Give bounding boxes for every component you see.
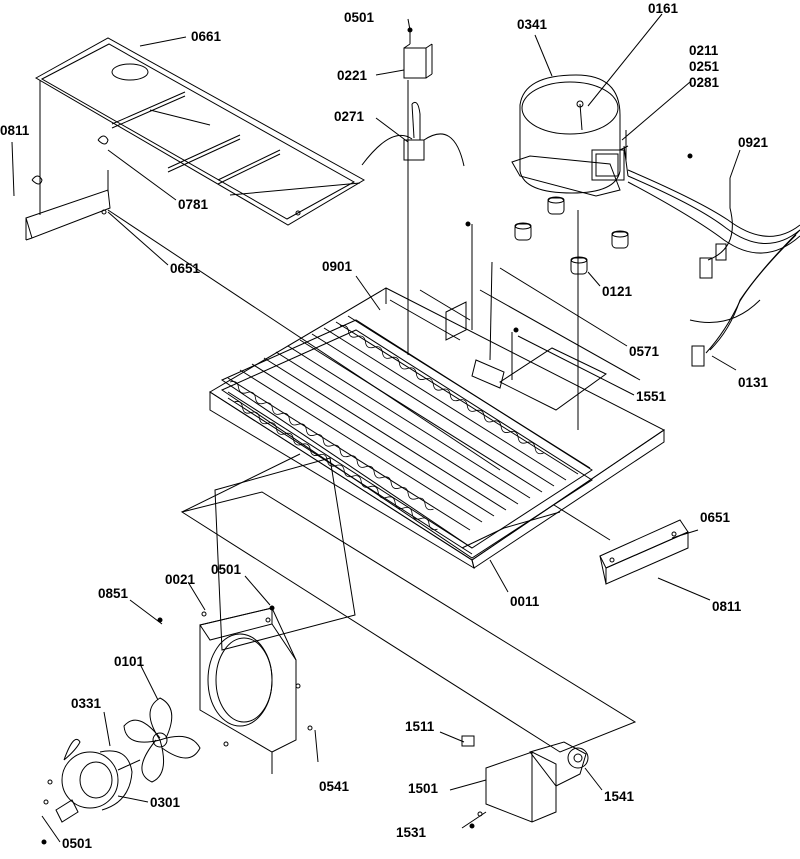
callout-1501: 1501	[408, 781, 439, 796]
callout-1511: 1511	[405, 719, 435, 734]
callout-0271: 0271	[334, 109, 365, 124]
callout-0651-left: 0651	[170, 261, 201, 276]
callout-0301: 0301	[150, 795, 181, 810]
callout-0661: 0661	[191, 29, 222, 44]
callout-0501-top: 0501	[344, 10, 375, 25]
controller-part	[403, 27, 433, 79]
callout-0811-right: 0811	[712, 599, 742, 614]
fan-shroud-part	[199, 607, 313, 774]
callout-0921: 0921	[738, 135, 769, 150]
callout-0651-right: 0651	[700, 510, 731, 525]
fan-blade-part	[123, 697, 201, 783]
callout-0851: 0851	[98, 586, 129, 601]
bracket-left-part	[25, 80, 111, 241]
callout-0251: 0251	[689, 59, 720, 74]
base-frame-part	[209, 287, 665, 570]
callout-1541: 1541	[604, 789, 635, 804]
callout-1531: 1531	[396, 825, 427, 840]
callout-0501-mid: 0501	[211, 562, 242, 577]
callout-0101: 0101	[114, 654, 145, 669]
callout-0501-bottom: 0501	[62, 836, 93, 851]
thermistor-part	[361, 101, 465, 167]
callout-0121: 0121	[602, 284, 633, 299]
fan-motor-part	[43, 738, 141, 823]
wire-harness-part	[627, 169, 800, 367]
callout-1551: 1551	[636, 389, 667, 404]
callout-0211: 0211	[689, 43, 719, 58]
leader-lines	[11, 13, 741, 843]
callout-0161: 0161	[648, 1, 679, 16]
callout-0541: 0541	[319, 779, 350, 794]
control-box-part	[461, 735, 589, 823]
callout-0811-left: 0811	[0, 123, 30, 138]
callout-0221: 0221	[337, 68, 368, 83]
callout-0331: 0331	[71, 696, 102, 711]
callout-0011: 0011	[510, 594, 540, 609]
callout-0781: 0781	[178, 197, 209, 212]
callout-0571: 0571	[629, 344, 660, 359]
compressor-part	[511, 74, 693, 275]
condenser-coil-part	[220, 315, 593, 559]
drain-pan-part	[34, 37, 366, 226]
screws	[41, 221, 519, 845]
callout-0131: 0131	[738, 375, 769, 390]
callout-0901: 0901	[322, 259, 353, 274]
callout-0021: 0021	[165, 572, 196, 587]
bracket-right-part	[599, 519, 689, 585]
callout-0281: 0281	[689, 75, 720, 90]
callout-0341: 0341	[517, 17, 548, 32]
